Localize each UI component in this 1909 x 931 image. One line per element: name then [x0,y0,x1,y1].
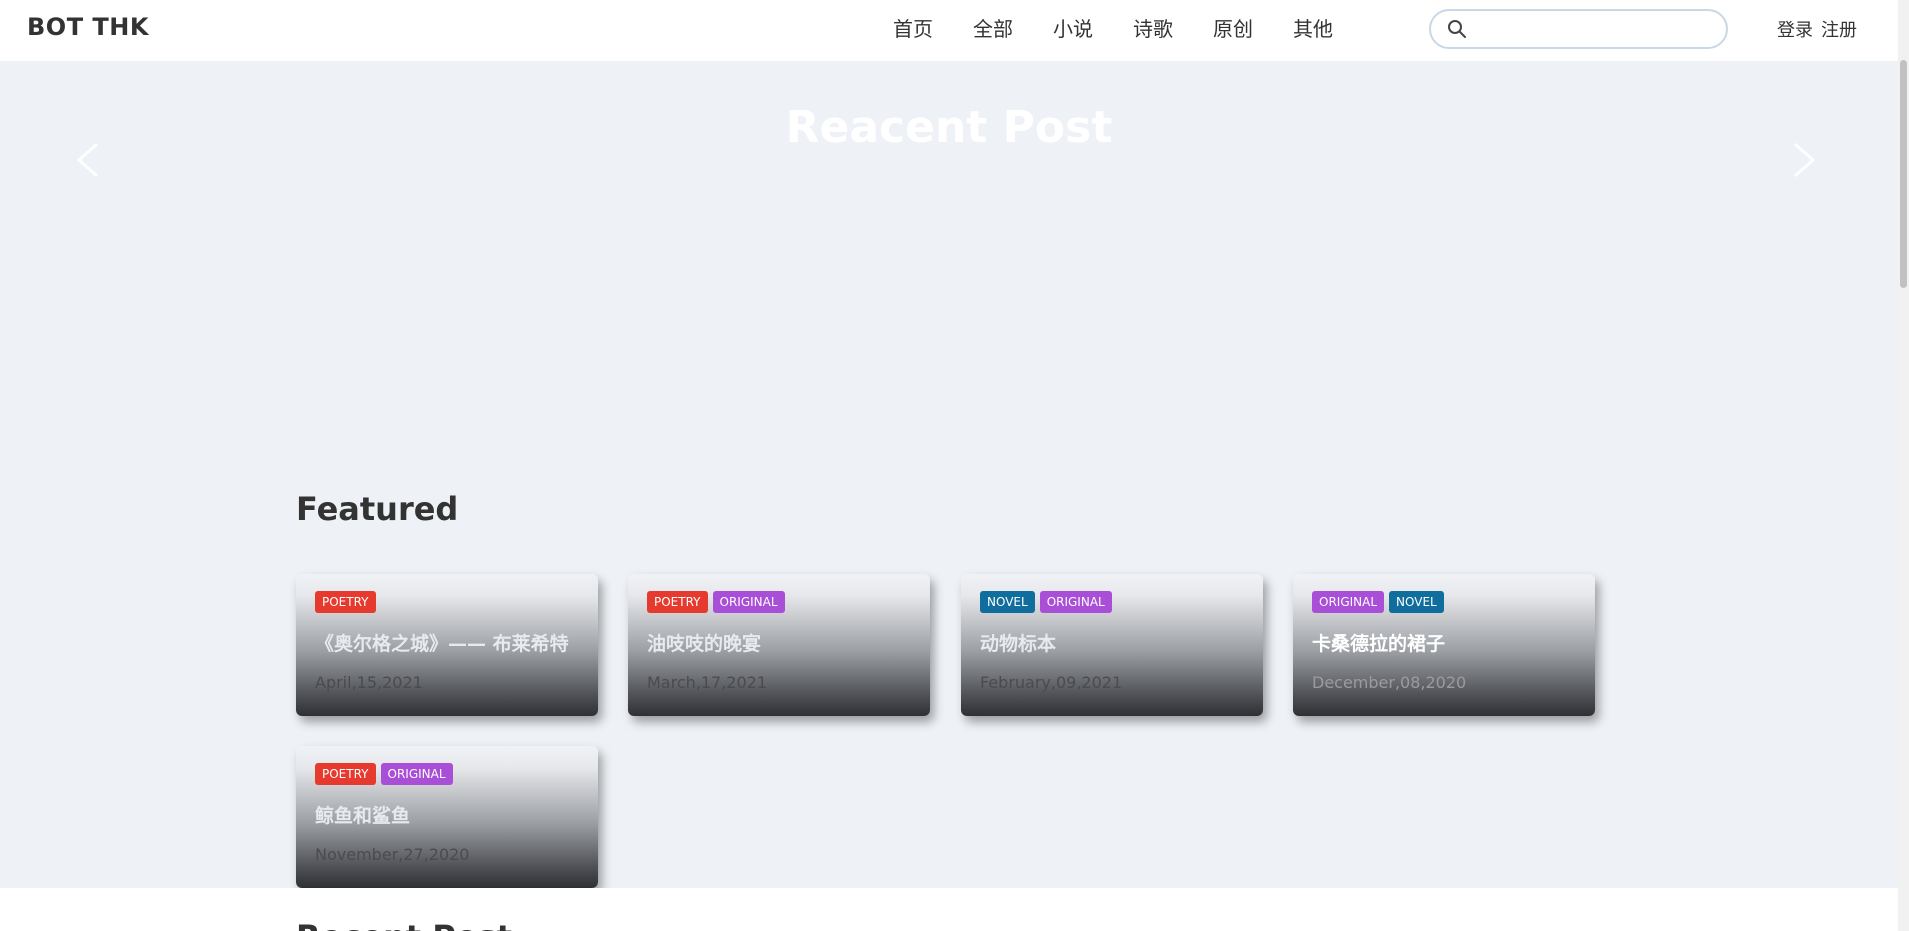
nav-item-original[interactable]: 原创 [1213,17,1253,41]
nav-item-poetry[interactable]: 诗歌 [1133,17,1173,41]
featured-card[interactable]: NOVEL ORIGINAL 动物标本 February,09,2021 [961,574,1263,716]
nav-item-novel[interactable]: 小说 [1053,17,1093,41]
login-link[interactable]: 登录 [1777,20,1813,41]
card-date: December,08,2020 [1312,673,1467,692]
tag-badge[interactable]: ORIGINAL [380,763,453,785]
tag-badge[interactable]: POETRY [647,591,708,613]
carousel-prev-button[interactable] [73,140,103,180]
scrollbar-thumb[interactable] [1900,60,1907,288]
brand-logo[interactable]: BOT THK [27,13,149,41]
card-title[interactable]: 《奥尔格之城》—— 布莱希特 [315,633,569,655]
tag-badge[interactable]: NOVEL [1389,591,1444,613]
featured-card[interactable]: POETRY ORIGINAL 鲸鱼和鲨鱼 November,27,2020 [296,746,598,888]
register-link[interactable]: 注册 [1821,20,1857,41]
tag-list: POETRY [315,591,381,613]
search-box[interactable] [1429,9,1728,49]
nav-item-home[interactable]: 首页 [893,17,933,41]
auth-links: 登录 注册 [1777,16,1865,42]
card-title[interactable]: 鲸鱼和鲨鱼 [315,805,411,827]
card-date: April,15,2021 [315,673,423,692]
recent-heading: Recent Post [296,918,512,931]
search-icon [1448,20,1466,38]
featured-card[interactable]: POETRY ORIGINAL 油吱吱的晚宴 March,17,2021 [628,574,930,716]
main-nav: 首页 全部 小说 诗歌 原创 其他 [893,14,1373,44]
page-scrollbar[interactable] [1898,0,1909,931]
hero-title: Reacent Post [785,102,1113,153]
card-date: November,27,2020 [315,845,470,864]
search-input[interactable] [1479,17,1715,41]
featured-card[interactable]: ORIGINAL NOVEL 卡桑德拉的裙子 December,08,2020 [1293,574,1595,716]
tag-list: POETRY ORIGINAL [647,591,790,613]
tag-badge[interactable]: POETRY [315,591,376,613]
nav-item-other[interactable]: 其他 [1293,17,1333,41]
tag-badge[interactable]: NOVEL [980,591,1035,613]
card-date: March,17,2021 [647,673,768,692]
card-title[interactable]: 动物标本 [980,633,1057,655]
carousel-next-button[interactable] [1789,140,1819,180]
chevron-left-icon [76,142,98,178]
top-nav-bar: BOT THK 首页 全部 小说 诗歌 原创 其他 登录 注册 [0,0,1898,61]
featured-card[interactable]: POETRY 《奥尔格之城》—— 布莱希特 April,15,2021 [296,574,598,716]
chevron-right-icon [1794,142,1816,178]
tag-badge[interactable]: ORIGINAL [712,591,785,613]
tag-badge[interactable]: ORIGINAL [1039,591,1112,613]
tag-badge[interactable]: ORIGINAL [1312,591,1385,613]
recent-section [0,888,1898,931]
tag-list: NOVEL ORIGINAL [980,591,1117,613]
featured-heading: Featured [296,490,459,528]
nav-item-all[interactable]: 全部 [973,17,1013,41]
tag-list: POETRY ORIGINAL [315,763,458,785]
card-date: February,09,2021 [980,673,1123,692]
card-title[interactable]: 卡桑德拉的裙子 [1312,633,1446,655]
tag-list: ORIGINAL NOVEL [1312,591,1449,613]
card-title[interactable]: 油吱吱的晚宴 [647,633,762,655]
tag-badge[interactable]: POETRY [315,763,376,785]
